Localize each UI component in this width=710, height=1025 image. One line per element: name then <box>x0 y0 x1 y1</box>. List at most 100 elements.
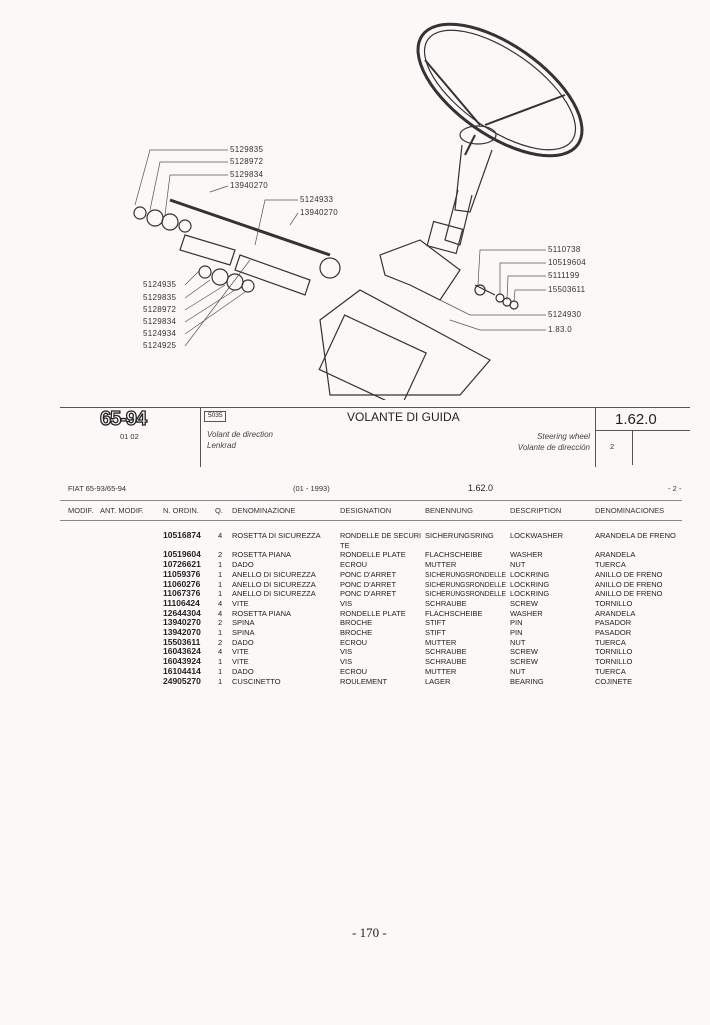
name-fr: BROCHE <box>340 628 373 637</box>
diagram-label: 10519604 <box>548 258 586 267</box>
title-de: Lenkrad <box>207 441 236 450</box>
name-de: SCHRAUBE <box>425 647 467 657</box>
name-de: SICHERUNGSRING <box>425 531 494 540</box>
section-number: 1.62.0 <box>615 411 657 428</box>
group-code: 5035 <box>204 411 227 422</box>
name-es: ARANDELA <box>595 608 636 618</box>
name-de: MUTTER <box>425 560 457 570</box>
quantity: 1 <box>218 676 223 686</box>
name-de: MUTTER <box>425 666 457 676</box>
diagram-label: 5124934 <box>143 329 177 338</box>
diagram-label: 1.83.0 <box>548 325 573 334</box>
name-fr: VIS <box>340 598 353 608</box>
quantity: 1 <box>218 560 223 570</box>
quantity: 4 <box>218 598 223 608</box>
col-description: DESCRIPTION <box>510 506 562 515</box>
name-en: NUT <box>510 560 526 570</box>
diagram-label: 15503611 <box>548 285 586 294</box>
name-de: SICHERUNGSRONDELLE <box>425 569 507 579</box>
name-it: DADO <box>232 560 254 570</box>
name-it: ROSETTA DI SICUREZZA <box>232 531 321 540</box>
diagram-label: 5124925 <box>143 341 177 350</box>
name-fr-continued: TE <box>340 540 350 550</box>
name-it: VITE <box>232 647 249 657</box>
name-en: SCREW <box>510 647 538 657</box>
name-fr: ECROU <box>340 560 368 570</box>
divider <box>60 500 682 501</box>
part-number: 12644304 <box>163 607 201 618</box>
col-ant-modif: ANT. MODIF. <box>100 506 144 515</box>
diagram-label: 13940270 <box>300 208 338 217</box>
name-es: TORNILLO <box>595 598 633 608</box>
quantity: 4 <box>218 608 223 618</box>
diagram-label: 5128972 <box>230 157 264 166</box>
name-fr: PONC D'ARRET <box>340 589 397 599</box>
diagram-label: 5129834 <box>230 170 264 179</box>
table-row: 10726621 1 DADO ECROU MUTTER NUT TUERCA <box>0 559 710 570</box>
name-de: FLACHSCHEIBE <box>425 608 483 618</box>
sheet-number: 2 <box>610 442 615 451</box>
name-it: ANELLO DI SICUREZZA <box>232 579 316 589</box>
col-n-ordin: N. ORDIN. <box>163 506 199 515</box>
name-fr: RONDELLE PLATE <box>340 550 406 560</box>
name-it: DADO <box>232 666 254 676</box>
quantity: 1 <box>218 628 223 637</box>
name-en: NUT <box>510 666 526 676</box>
divider <box>200 407 201 467</box>
quantity: 1 <box>218 579 223 589</box>
name-es: ANILLO DE FRENO <box>595 589 663 599</box>
name-it: CUSCINETTO <box>232 676 281 686</box>
col-denominazione: DENOMINAZIONE <box>232 506 296 515</box>
name-es: COJINETE <box>595 676 633 686</box>
name-en: NUT <box>510 637 526 647</box>
page-number: - 170 - <box>352 925 387 940</box>
quantity: 2 <box>218 550 223 560</box>
part-number: 16043924 <box>163 656 201 667</box>
col-designation: DESIGNATION <box>340 506 392 515</box>
name-es: TUERCA <box>595 560 626 570</box>
col-q: Q. <box>215 506 223 515</box>
part-number: 11060276 <box>163 578 201 589</box>
part-number: 11059376 <box>163 568 201 579</box>
name-en: SCREW <box>510 598 538 608</box>
model-sub: 01 02 <box>120 432 139 441</box>
name-en: WASHER <box>510 608 543 618</box>
page-info: - 2 - <box>668 484 682 493</box>
col-benennung: BENENNUNG <box>425 506 473 515</box>
diagram-label: 5128972 <box>143 305 177 314</box>
divider <box>595 430 690 431</box>
name-de: MUTTER <box>425 637 457 647</box>
title-en: Steering wheel <box>537 432 590 441</box>
part-number: 11106424 <box>163 597 200 608</box>
part-number: 10726621 <box>163 559 201 570</box>
name-de: SICHERUNGSRONDELLE <box>425 589 507 599</box>
divider <box>60 520 682 521</box>
name-it: ANELLO DI SICUREZZA <box>232 569 316 579</box>
part-number: 13942070 <box>163 627 201 637</box>
diagram-label: 5111199 <box>548 271 580 280</box>
name-es: PASADOR <box>595 628 632 637</box>
col-modif: MODIF. <box>68 506 94 515</box>
diagram-label: 5129835 <box>143 293 177 302</box>
name-en: LOCKRING <box>510 569 550 579</box>
name-de: LAGER <box>425 676 451 686</box>
name-it: DADO <box>232 637 254 647</box>
title-es: Volante de dirección <box>517 443 590 452</box>
name-fr: BROCHE <box>340 618 373 628</box>
name-it: VITE <box>232 598 249 608</box>
divider <box>632 430 633 465</box>
date-info: (01 - 1993) <box>293 484 330 493</box>
quantity: 4 <box>218 531 223 540</box>
divider <box>595 407 596 467</box>
name-en: LOCKRING <box>510 579 550 589</box>
name-de: SCHRAUBE <box>425 657 467 667</box>
page-title: VOLANTE DI GUIDA <box>347 410 460 424</box>
